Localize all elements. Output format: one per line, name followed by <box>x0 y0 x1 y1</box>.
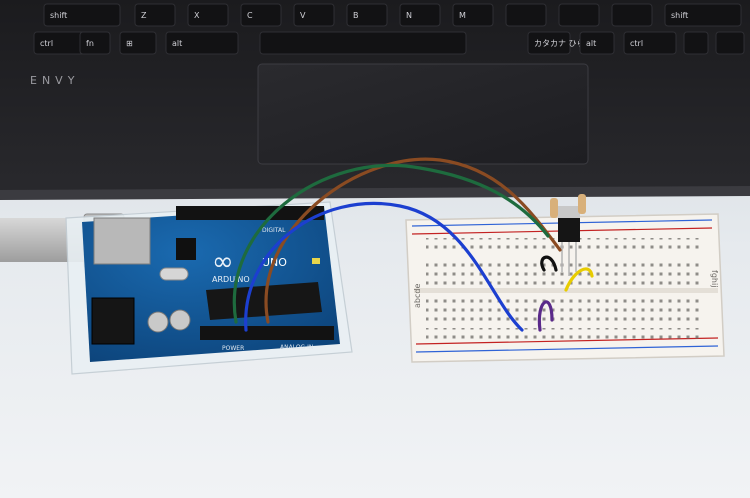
keyboard-key[interactable] <box>452 3 494 27</box>
arduino-logo-infinity: ∞ <box>212 247 234 277</box>
keyboard-key[interactable] <box>346 3 388 27</box>
keyboard-key-label: ctrl <box>630 39 643 48</box>
arduino-header-power: POWER <box>222 345 244 352</box>
keyboard-key-label: X <box>194 11 200 20</box>
keyboard-key[interactable] <box>579 31 615 55</box>
keyboard-key-label: shift <box>671 11 688 20</box>
keyboard-key-label: C <box>247 11 253 20</box>
wire-green <box>232 163 550 324</box>
keyboard-key-label: B <box>353 11 359 20</box>
keyboard-key[interactable] <box>558 3 600 27</box>
arduino-header-analog: ANALOG IN <box>280 344 313 351</box>
arduino-header-digital: DIGITAL <box>262 227 286 234</box>
arduino-board: DIGITAL ∞ ARDUINO UNO POWER ANALOG IN <box>82 206 340 362</box>
keyboard-key[interactable] <box>611 3 653 27</box>
keyboard-key[interactable] <box>715 31 745 55</box>
laptop-brand: ENVY <box>30 74 79 87</box>
transistor <box>558 206 580 276</box>
jumper-wires <box>232 157 594 332</box>
keyboard-key[interactable] <box>134 3 176 27</box>
keyboard-key-label: ⊞ <box>126 39 133 48</box>
keyboard-key[interactable] <box>293 3 335 27</box>
wire-yellow <box>564 267 594 292</box>
keyboard-key[interactable] <box>119 31 157 55</box>
keyboard-key-label: shift <box>50 11 67 20</box>
breadboard: abcde fghij <box>405 213 725 363</box>
keyboard-key[interactable] <box>165 31 239 55</box>
keyboard-key[interactable] <box>527 31 571 55</box>
keyboard-key-label: fn <box>86 39 94 48</box>
keyboard-key[interactable] <box>683 31 709 55</box>
keyboard-key[interactable] <box>623 31 677 55</box>
arduino-brand: ARDUINO <box>212 275 250 284</box>
keyboard-key-label: N <box>406 11 412 20</box>
keyboard-key[interactable] <box>505 3 547 27</box>
keyboard-key[interactable] <box>240 3 282 27</box>
wire-blue <box>244 201 524 332</box>
keyboard-key-label: alt <box>172 39 182 48</box>
keyboard-key-label: M <box>459 11 466 20</box>
touchpad[interactable] <box>257 63 589 165</box>
keyboard-key-label: V <box>300 11 306 20</box>
keyboard-key[interactable] <box>664 3 742 27</box>
wire-brown <box>264 157 562 324</box>
wire-black <box>540 255 558 272</box>
breadboard-rows-right: fghij <box>710 270 719 287</box>
keyboard-key[interactable] <box>43 3 121 27</box>
resistors <box>550 194 586 218</box>
keyboard-key[interactable] <box>187 3 229 27</box>
keyboard-key-label: Z <box>141 11 147 20</box>
keyboard-key-label: alt <box>586 39 596 48</box>
keyboard-key-label: ctrl <box>40 39 53 48</box>
keyboard-key[interactable] <box>79 31 111 55</box>
keyboard-key[interactable] <box>399 3 441 27</box>
keyboard-key-label: カタカナ ひらがな <box>534 38 601 48</box>
wire-purple <box>537 300 554 332</box>
keyboard-key[interactable] <box>259 31 467 55</box>
breadboard-rows-left: abcde <box>413 284 422 308</box>
